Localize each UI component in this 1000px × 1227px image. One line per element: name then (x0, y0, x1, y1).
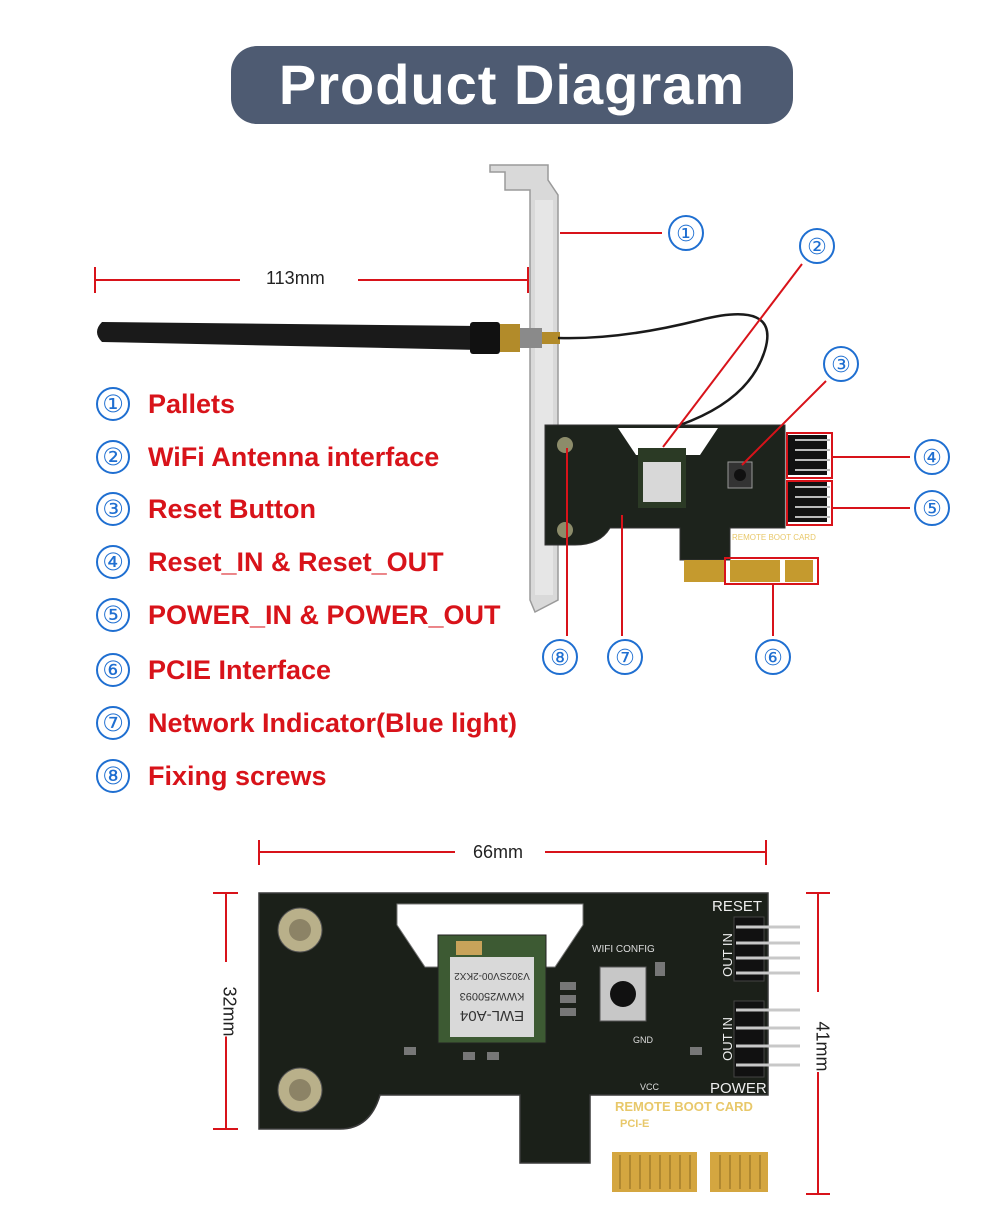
wifi-config-label: WIFI CONFIG (592, 944, 655, 955)
legend-item-4: ④ Reset_IN & Reset_OUT (96, 542, 444, 582)
dim-66-label: 66mm (473, 842, 524, 863)
legend-label-1: Pallets (148, 388, 236, 419)
module-line3: V302SV00-2KX2 (454, 970, 530, 981)
callout-8: ⑧ (550, 645, 570, 670)
legend-label-3: Reset Button (148, 493, 316, 524)
callout-3: ③ (831, 352, 851, 377)
legend-label-2: WiFi Antenna interface (148, 441, 440, 472)
pcie-label: PCI-E (620, 1118, 649, 1130)
product-photo-top: REMOTE BOOT CARD ① ② ③ ④ ⑤ (94, 164, 950, 675)
board-top-card-name: REMOTE BOOT CARD (732, 533, 816, 542)
dim-lines-bottom (213, 840, 830, 1195)
legend-label-4: Reset_IN & Reset_OUT (148, 546, 444, 577)
legend-num-3: ③ (96, 492, 130, 526)
legend-num-8: ⑧ (96, 759, 130, 793)
gnd-label: GND (633, 1035, 654, 1045)
legend-num-4: ④ (96, 545, 130, 579)
module-line1: EWL-A04 (460, 1007, 524, 1024)
callout-numbers: ① ② ③ ④ ⑤ ⑥ ⑦ ⑧ (550, 221, 942, 670)
legend-num-1: ① (96, 387, 130, 421)
dim-41-label: 41mm (811, 1021, 833, 1072)
legend-item-7: ⑦ Network Indicator(Blue light) (96, 703, 517, 743)
antenna (97, 322, 560, 354)
legend-item-8: ⑧ Fixing screws (96, 756, 327, 796)
callout-6: ⑥ (763, 645, 783, 670)
callout-circles (542, 215, 950, 675)
dim-32-label: 32mm (218, 986, 240, 1037)
legend-item-2: ② WiFi Antenna interface (96, 437, 439, 477)
legend-num-6: ⑥ (96, 653, 130, 687)
reset-label: RESET (712, 898, 762, 915)
callout-7: ⑦ (615, 645, 635, 670)
legend-label-8: Fixing screws (148, 760, 327, 791)
legend-label-7: Network Indicator(Blue light) (148, 707, 518, 738)
legend-item-1: ① Pallets (96, 384, 235, 424)
legend-label-6: PCIE Interface (148, 654, 332, 685)
legend-item-5: ⑤ POWER_IN & POWER_OUT (96, 595, 501, 635)
legend-label-5: POWER_IN & POWER_OUT (148, 599, 501, 630)
power-label: POWER (710, 1080, 767, 1097)
dim-113 (94, 267, 529, 293)
vcc-label: VCC (640, 1082, 660, 1092)
legend-num-5: ⑤ (96, 598, 130, 632)
callout-2: ② (807, 234, 827, 259)
legend-item-3: ③ Reset Button (96, 489, 316, 529)
callout-leaders (560, 232, 910, 636)
legend-num-7: ⑦ (96, 706, 130, 740)
power-out-in-label: OUT IN (720, 1017, 735, 1061)
dim-113-label: 113mm (266, 268, 325, 289)
board-top: REMOTE BOOT CARD (544, 424, 830, 582)
callout-4: ④ (922, 445, 942, 470)
callout-5: ⑤ (922, 496, 942, 521)
callout-1: ① (676, 221, 696, 246)
reset-out-in-label: OUT IN (720, 933, 735, 977)
legend-num-2: ② (96, 440, 130, 474)
legend-item-6: ⑥ PCIE Interface (96, 650, 331, 690)
page-title: Product Diagram (231, 46, 793, 124)
card-name-label: REMOTE BOOT CARD (615, 1099, 753, 1114)
product-photo-bottom: EWL-A04 KWW250093 V302SV00-2KX2 WIFI CON… (213, 840, 830, 1195)
module-line2: KWW250093 (460, 990, 525, 1002)
